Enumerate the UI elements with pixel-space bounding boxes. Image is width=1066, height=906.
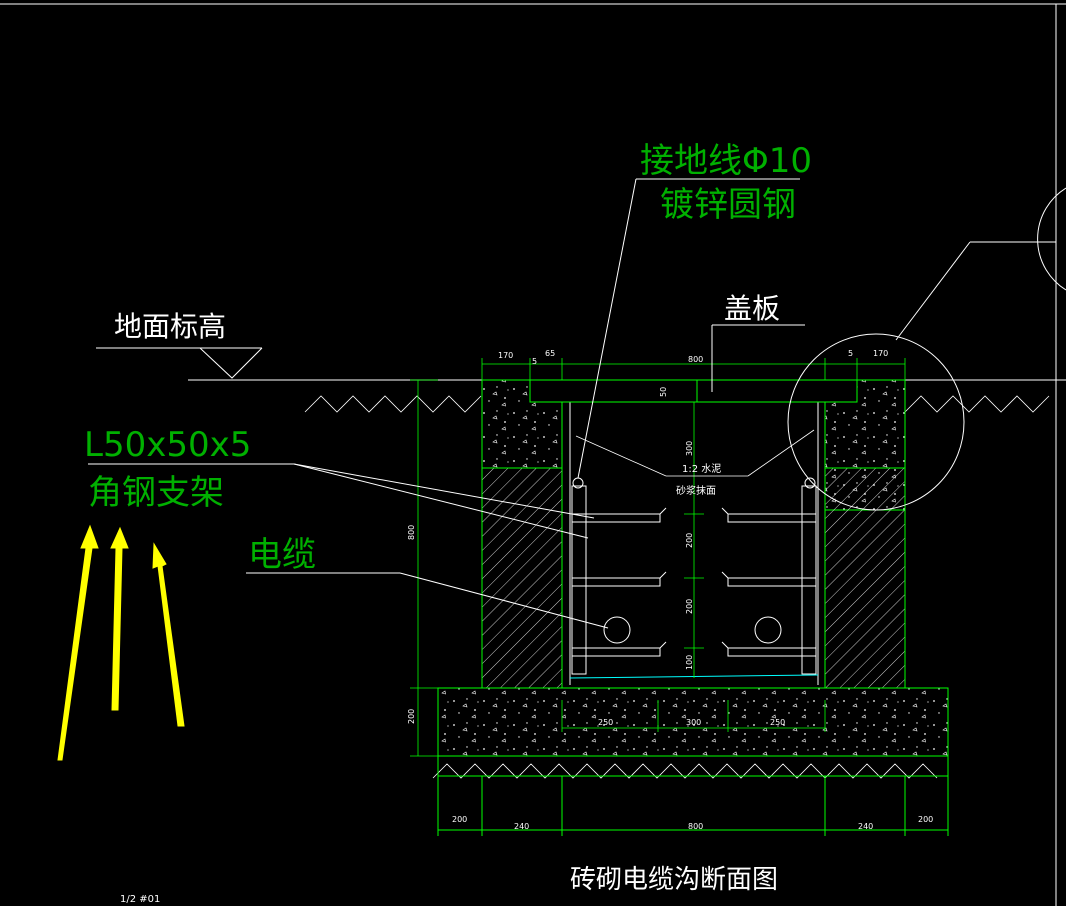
inner-dimension <box>684 402 704 678</box>
drawing-frame <box>0 3 1066 906</box>
ground-wire-label-1: 接地线Φ10 <box>640 141 812 181</box>
cable-left <box>603 616 631 644</box>
dim-top-right-gap: 5 <box>848 349 853 358</box>
depth-dimension <box>410 379 438 757</box>
dim-bottom-left-ext: 200 <box>452 815 467 824</box>
angle-steel-label-2: 角钢支架 <box>88 473 224 513</box>
arrow-up-icon-2 <box>110 526 129 711</box>
dim-top-left-wall: 170 <box>498 351 513 360</box>
dim-cover-thickness: 50 <box>659 387 668 397</box>
mortar-label-2: 砂浆抹面 <box>676 484 716 497</box>
cover-plate-annotation: 盖板 <box>711 292 805 392</box>
dim-top-inner: 800 <box>688 355 703 364</box>
arrow-up-icon-1 <box>57 524 99 761</box>
highlight-arrows <box>57 524 185 761</box>
ground-level-marker: 地面标高 <box>96 310 263 379</box>
base-dimension <box>561 700 826 732</box>
top-dimension <box>481 358 906 380</box>
drawing-title: 砖砌电缆沟断面图 <box>570 865 778 895</box>
ground-wire-annotation: 接地线Φ10 镀锌圆钢 <box>577 141 812 479</box>
dim-top-right-wall: 170 <box>873 349 888 358</box>
dim-inner-bottom: 100 <box>685 655 694 670</box>
dim-base-mid: 300 <box>686 718 701 727</box>
dim-base-thickness: 200 <box>407 709 416 724</box>
bracket-right <box>721 477 817 675</box>
cable-label: 电缆 <box>248 535 316 575</box>
dim-inner-mid1: 200 <box>685 533 694 548</box>
dim-bottom-inner: 800 <box>688 822 703 831</box>
dim-top-left-offset: 65 <box>545 349 555 358</box>
angle-steel-label-1: L50x50x5 <box>84 425 251 465</box>
arrow-up-icon-3 <box>152 542 185 727</box>
angle-steel-annotation: L50x50x5 角钢支架 <box>84 425 595 539</box>
detail-callout <box>787 187 1066 511</box>
dim-bottom-left-wall: 240 <box>514 822 529 831</box>
dim-bottom-right-ext: 200 <box>918 815 933 824</box>
cover-plate-label: 盖板 <box>724 292 780 325</box>
dim-inner-top: 300 <box>685 441 694 456</box>
ground-wire-label-2: 镀锌圆钢 <box>660 185 796 225</box>
dim-depth-total: 800 <box>407 525 416 540</box>
dim-base-left: 250 <box>598 718 613 727</box>
cable-right <box>754 616 782 644</box>
bracket-left <box>571 477 667 675</box>
ground-line <box>188 379 1066 779</box>
dim-top-left-gap: 5 <box>532 357 537 366</box>
corner-note: 1/2 #01 <box>120 894 160 905</box>
dim-base-right: 250 <box>770 718 785 727</box>
dim-inner-mid2: 200 <box>685 599 694 614</box>
ground-level-label: 地面标高 <box>114 310 226 343</box>
cable-annotation: 电缆 <box>246 535 609 629</box>
dim-bottom-right-wall: 240 <box>858 822 873 831</box>
mortar-annotation: 1:2 水泥 砂浆抹面 <box>575 429 815 497</box>
mortar-label-1: 1:2 水泥 <box>682 462 721 475</box>
